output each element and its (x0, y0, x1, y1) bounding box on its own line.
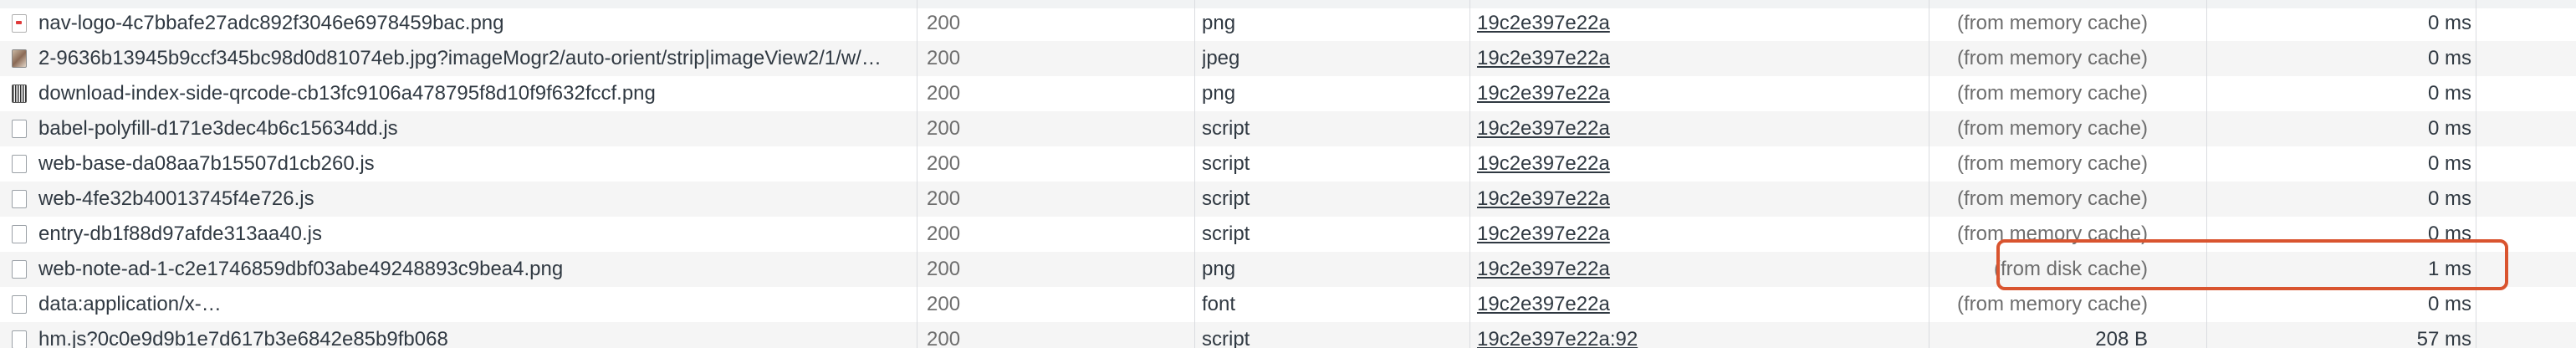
resource-type: png (1202, 82, 1236, 105)
status-code: 200 (927, 82, 961, 105)
initiator-link[interactable]: 19c2e397e22a (1477, 152, 1610, 175)
table-row[interactable]: 2-9636b13945b9ccf345bc98d0d81074eb.jpg?i… (0, 41, 2576, 76)
initiator-link[interactable]: 19c2e397e22a (1477, 47, 1610, 69)
request-name[interactable]: hm.js?0c0e9d9b1e7d617b3e6842e85b9fb068 (38, 328, 448, 348)
column-divider[interactable] (1194, 0, 1195, 348)
request-name[interactable]: babel-polyfill-d171e3dec4b6c15634dd.js (38, 117, 398, 140)
initiator-link[interactable]: 19c2e397e22a (1477, 82, 1610, 105)
transfer-size: 208 B (2095, 328, 2148, 348)
transfer-size: (from memory cache) (1956, 12, 2148, 34)
request-name[interactable]: web-note-ad-1-c2e1746859dbf03abe49248893… (38, 258, 564, 280)
network-request-table: nav-logo-4c7bbafe27adc892f3046e6978459ba… (0, 6, 2576, 348)
request-time: 0 ms (2427, 223, 2471, 245)
initiator-link[interactable]: 19c2e397e22a (1477, 258, 1610, 280)
status-code: 200 (927, 12, 961, 34)
table-row[interactable]: web-note-ad-1-c2e1746859dbf03abe49248893… (0, 252, 2576, 287)
status-code: 200 (927, 117, 961, 140)
request-time: 0 ms (2427, 47, 2471, 69)
table-row[interactable]: web-4fe32b40013745f4e726.js 200 script 1… (0, 182, 2576, 217)
resource-type: script (1202, 117, 1250, 140)
request-time: 0 ms (2427, 152, 2471, 175)
request-time: 0 ms (2427, 12, 2471, 34)
status-code: 200 (927, 187, 961, 210)
table-row[interactable]: web-base-da08aa7b15507d1cb260.js 200 scr… (0, 146, 2576, 182)
status-code: 200 (927, 293, 961, 315)
initiator-link[interactable]: 19c2e397e22a (1477, 12, 1610, 34)
table-row[interactable]: hm.js?0c0e9d9b1e7d617b3e6842e85b9fb068 2… (0, 322, 2576, 348)
transfer-size: (from memory cache) (1956, 223, 2148, 245)
request-time: 0 ms (2427, 82, 2471, 105)
document-icon (12, 330, 27, 348)
resource-type: script (1202, 328, 1250, 348)
status-code: 200 (927, 328, 961, 348)
resource-type: script (1202, 187, 1250, 210)
document-icon (12, 190, 27, 208)
transfer-size: (from memory cache) (1956, 47, 2148, 69)
request-time: 57 ms (2416, 328, 2471, 348)
request-name[interactable]: data:application/x-… (38, 293, 222, 315)
table-row[interactable]: babel-polyfill-d171e3dec4b6c15634dd.js 2… (0, 111, 2576, 146)
table-row[interactable]: download-index-side-qrcode-cb13fc9106a47… (0, 76, 2576, 111)
document-icon (12, 225, 27, 243)
initiator-link[interactable]: 19c2e397e22a:92 (1477, 328, 1638, 348)
request-name[interactable]: entry-db1f88d97afde313aa40.js (38, 223, 322, 245)
request-name[interactable]: nav-logo-4c7bbafe27adc892f3046e6978459ba… (38, 12, 504, 34)
document-icon (12, 295, 27, 314)
request-name[interactable]: web-4fe32b40013745f4e726.js (38, 187, 314, 210)
transfer-size: (from memory cache) (1956, 82, 2148, 105)
status-code: 200 (927, 152, 961, 175)
initiator-link[interactable]: 19c2e397e22a (1477, 293, 1610, 315)
request-name[interactable]: web-base-da08aa7b15507d1cb260.js (38, 152, 375, 175)
request-time: 0 ms (2427, 187, 2471, 210)
resource-type: script (1202, 152, 1250, 175)
document-icon (12, 155, 27, 173)
transfer-size: (from disk cache) (1993, 258, 2148, 280)
request-time: 0 ms (2427, 293, 2471, 315)
initiator-link[interactable]: 19c2e397e22a (1477, 117, 1610, 140)
resource-type: png (1202, 258, 1236, 280)
document-icon (12, 260, 27, 279)
transfer-size: (from memory cache) (1956, 152, 2148, 175)
table-header-edge (0, 0, 2576, 8)
table-row[interactable]: entry-db1f88d97afde313aa40.js 200 script… (0, 217, 2576, 252)
status-code: 200 (927, 223, 961, 245)
transfer-size: (from memory cache) (1956, 187, 2148, 210)
request-time: 0 ms (2427, 117, 2471, 140)
column-divider[interactable] (2206, 0, 2207, 348)
initiator-link[interactable]: 19c2e397e22a (1477, 187, 1610, 210)
transfer-size: (from memory cache) (1956, 293, 2148, 315)
request-name[interactable]: download-index-side-qrcode-cb13fc9106a47… (38, 82, 656, 105)
image-file-icon (12, 84, 27, 103)
resource-type: jpeg (1202, 47, 1240, 69)
image-file-icon (12, 49, 27, 68)
table-row[interactable]: nav-logo-4c7bbafe27adc892f3046e6978459ba… (0, 6, 2576, 41)
column-divider[interactable] (1469, 0, 1470, 348)
status-code: 200 (927, 258, 961, 280)
image-file-icon (12, 14, 27, 33)
resource-type: script (1202, 223, 1250, 245)
status-code: 200 (927, 47, 961, 69)
transfer-size: (from memory cache) (1956, 117, 2148, 140)
resource-type: font (1202, 293, 1236, 315)
request-time: 1 ms (2427, 258, 2471, 280)
document-icon (12, 120, 27, 138)
initiator-link[interactable]: 19c2e397e22a (1477, 223, 1610, 245)
resource-type: png (1202, 12, 1236, 34)
table-row[interactable]: data:application/x-… 200 font 19c2e397e2… (0, 287, 2576, 322)
request-name[interactable]: 2-9636b13945b9ccf345bc98d0d81074eb.jpg?i… (38, 47, 882, 69)
